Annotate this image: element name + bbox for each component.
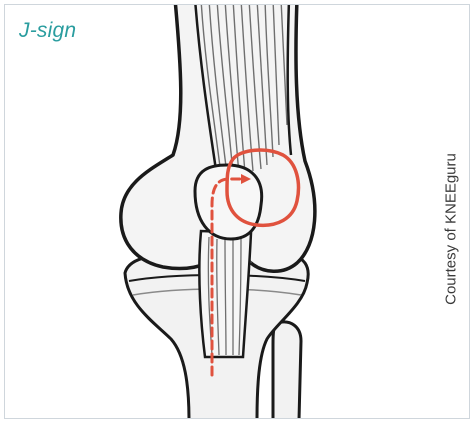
figure-frame: J-sign	[4, 4, 470, 419]
fibula	[273, 322, 301, 419]
image-credit: Courtesy of KNEEguru	[443, 153, 460, 305]
knee-illustration	[5, 5, 470, 419]
